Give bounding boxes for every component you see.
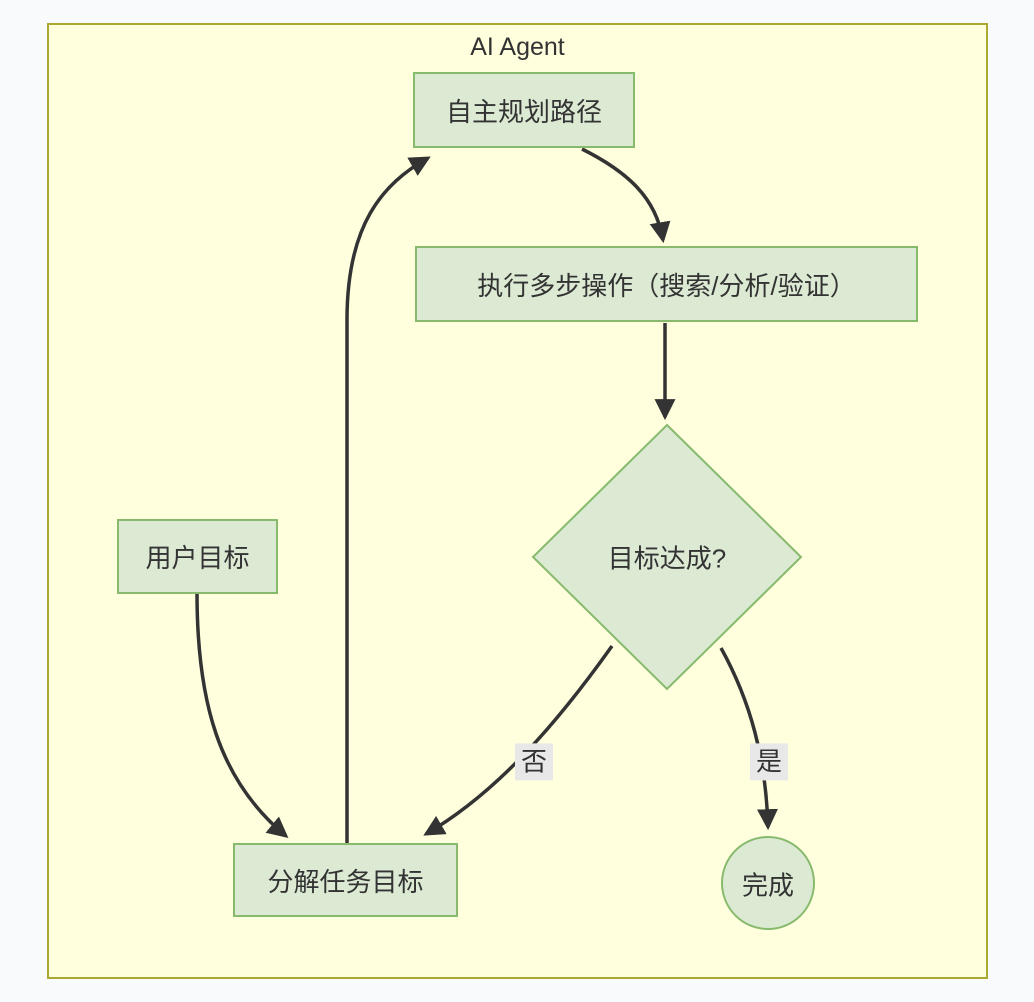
diagram-title: AI Agent xyxy=(470,33,565,61)
node-execute: 执行多步操作（搜索/分析/验证） xyxy=(415,246,918,322)
diagram-canvas xyxy=(47,23,988,979)
node-plan: 自主规划路径 xyxy=(413,72,635,148)
node-decision-label: 目标达成? xyxy=(607,543,727,574)
node-decompose: 分解任务目标 xyxy=(233,843,458,917)
edge-label-no: 否 xyxy=(514,743,554,781)
node-done-label: 完成 xyxy=(741,870,795,901)
edge-label-yes: 是 xyxy=(749,743,789,781)
node-user-goal: 用户目标 xyxy=(117,519,278,594)
